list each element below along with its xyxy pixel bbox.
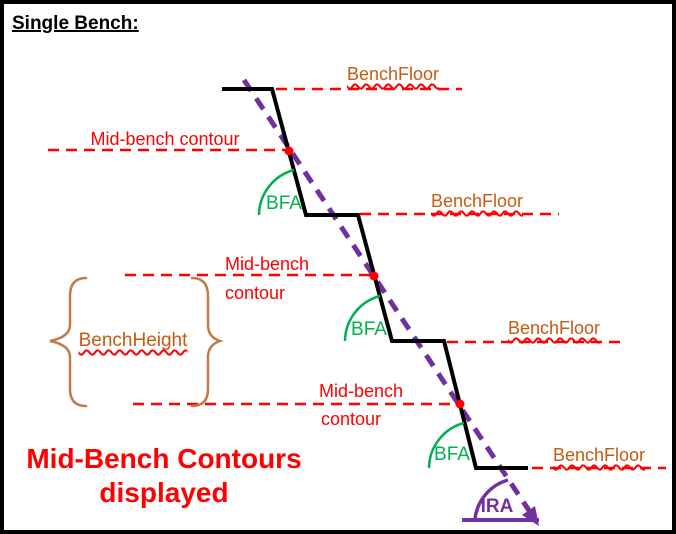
midbench-label-2-line1: Mid-bench [224, 254, 310, 274]
midbench-label-3-line1: Mid-bench [318, 381, 404, 401]
ira-label: IRA [480, 496, 514, 517]
bfa-angle-arc-3 [427, 421, 465, 469]
midbench-point-1 [284, 146, 294, 156]
caption-line-1: Mid-Bench Contours [26, 443, 302, 474]
bfa-angle-arc-1 [257, 168, 295, 216]
midbench-label-1: Mid-bench contour [90, 129, 240, 149]
ira-angle-arc [473, 478, 509, 520]
benchfloor-label-2: BenchFloor [430, 191, 524, 211]
bench-height-brace-right [190, 276, 224, 408]
bfa-angle-arc-2 [343, 294, 381, 342]
bench-height-label: BenchHeight [78, 330, 188, 351]
bench-height-brace-left [49, 276, 88, 408]
benchfloor-label-3: BenchFloor [507, 318, 601, 338]
bfa-label-3: BFA [434, 444, 470, 465]
page-title: Single Bench: [12, 13, 139, 34]
midbench-point-3 [455, 399, 465, 409]
midbench-label-3-line2: contour [320, 409, 382, 429]
caption-line-2: displayed [99, 477, 229, 508]
benchfloor-label-4: BenchFloor [552, 445, 646, 465]
midbench-label-2-line2: contour [224, 283, 286, 303]
bfa-label-1: BFA [266, 193, 302, 214]
caption-text: Mid-Bench Contours displayed [26, 442, 301, 510]
bench-diagram-svg [48, 78, 666, 526]
benchfloor-label-1: BenchFloor [346, 64, 440, 84]
midbench-point-2 [369, 271, 379, 281]
bfa-label-2: BFA [351, 319, 387, 340]
